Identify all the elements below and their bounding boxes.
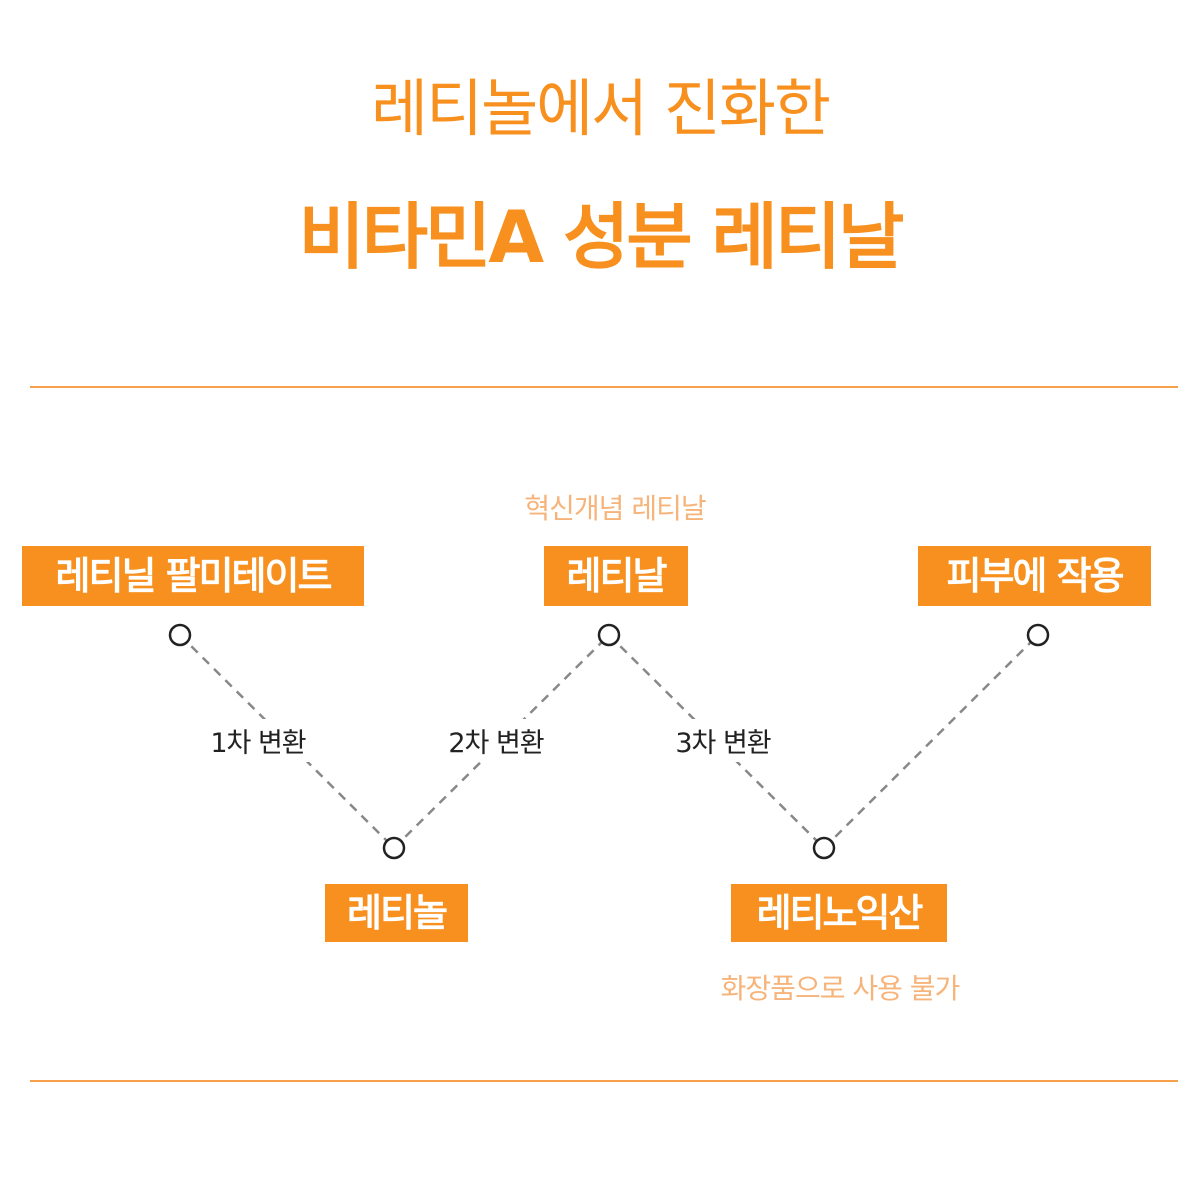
top-divider: [30, 386, 1178, 388]
note-retinoic-acid: 화장품으로 사용 불가: [720, 972, 961, 1005]
bottom-divider: [30, 1080, 1178, 1082]
note-retinal: 혁신개념 레티날: [524, 492, 706, 525]
node-label-retinyl-palmitate: 레티닐 팔미테이트: [22, 546, 364, 606]
node-label-retinoic-acid: 레티노익산: [731, 884, 947, 942]
node-label-retinal: 레티날: [544, 546, 688, 606]
title-line-1: 레티놀에서 진화한: [370, 72, 831, 145]
node-circle-5: [1026, 623, 1050, 647]
node-label-skin-action: 피부에 작용: [918, 546, 1151, 606]
node-circle-1: [168, 623, 192, 647]
step-label-3: 3차 변환: [671, 719, 775, 762]
node-label-retinol: 레티놀: [325, 884, 468, 942]
step-label-1: 1차 변환: [206, 719, 310, 762]
connector-line-4: [823, 634, 1039, 849]
node-circle-4: [812, 836, 836, 860]
step-label-2: 2차 변환: [444, 719, 548, 762]
node-circle-2: [382, 836, 406, 860]
title-line-2: 비타민A 성분 레티날: [298, 195, 905, 279]
node-circle-3: [597, 623, 621, 647]
